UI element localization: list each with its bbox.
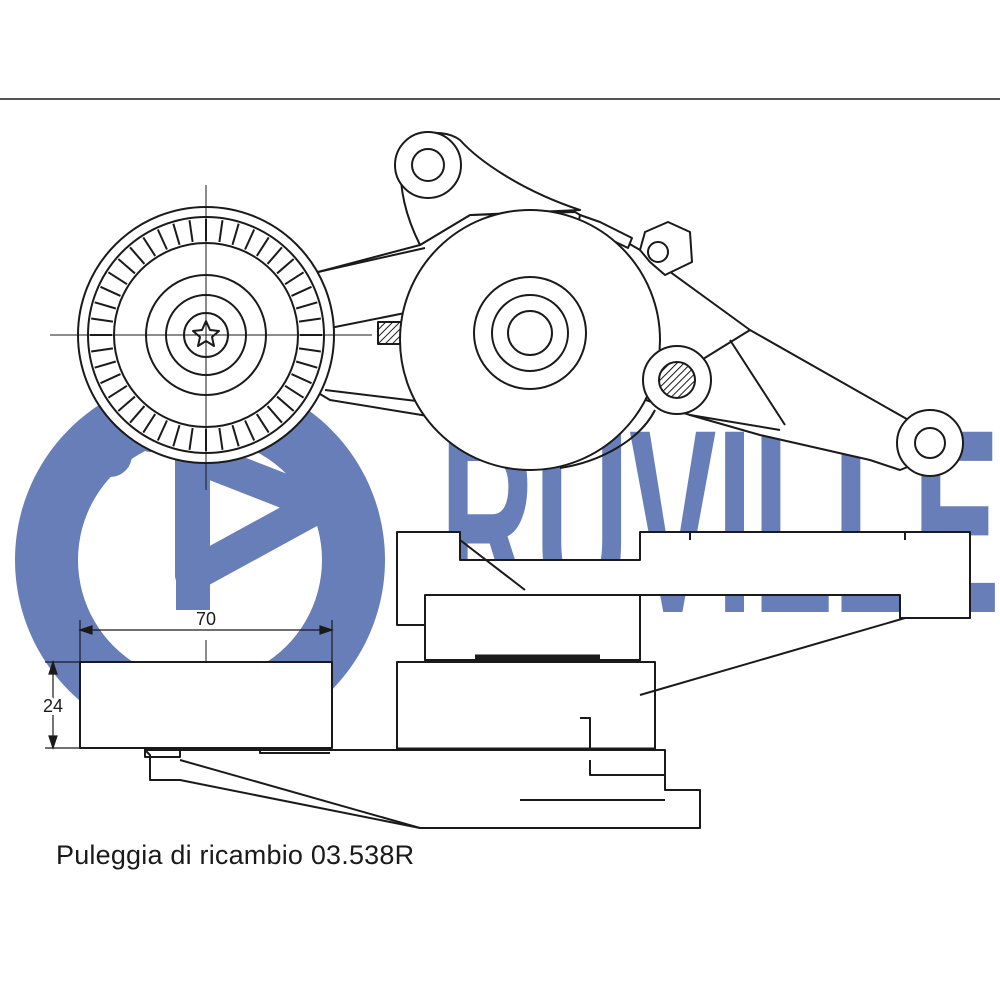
- pulley-rib: [172, 424, 181, 447]
- pulley-rib: [142, 236, 157, 257]
- pulley-rib: [156, 420, 168, 441]
- width-dimension-label: 70: [196, 609, 216, 629]
- pulley-rib: [266, 405, 283, 424]
- pulley-rib: [188, 427, 194, 450]
- pulley-rib: [156, 229, 168, 250]
- pulley-rib: [100, 285, 121, 297]
- height-dimension-label: 24: [43, 696, 63, 716]
- pulley-rib: [142, 413, 157, 434]
- pulley-rib: [94, 360, 117, 369]
- tensioner-top-view: [77, 131, 964, 477]
- pulley-rib: [188, 220, 194, 243]
- pulley-rib: [295, 360, 318, 369]
- pulley-rib: [291, 373, 312, 385]
- pulley-side-profile: [79, 661, 333, 749]
- pulley-rib: [117, 395, 136, 412]
- pulley-rib: [107, 384, 128, 399]
- pulley-rib: [276, 258, 295, 275]
- pulley-rib: [284, 384, 305, 399]
- pulley-rib: [129, 246, 146, 265]
- pulley-rib: [244, 229, 256, 250]
- pulley-rib: [91, 317, 114, 323]
- pulley-rib: [284, 271, 305, 286]
- pulley-rib: [172, 223, 181, 246]
- pulley-rib: [244, 420, 256, 441]
- tensioner-side-view: [79, 531, 971, 829]
- pulley-rib: [117, 258, 136, 275]
- dimension-width: [78, 620, 334, 662]
- pulley-rib: [231, 424, 240, 447]
- pulley-rib: [255, 413, 270, 434]
- pulley-rib: [218, 220, 224, 243]
- dimension-height: [45, 660, 80, 750]
- pulley-rib: [94, 301, 117, 310]
- pulley-rib: [276, 395, 295, 412]
- pulley-rib: [291, 285, 312, 297]
- pulley-rib: [231, 223, 240, 246]
- pulley-rib: [298, 347, 321, 353]
- pulley-rib: [129, 405, 146, 424]
- part-caption: Puleggia di ricambio 03.538R: [56, 840, 415, 870]
- pulley-rib: [107, 271, 128, 286]
- pulley-rib: [218, 427, 224, 450]
- pulley-rib: [100, 373, 121, 385]
- pulley-rib: [255, 236, 270, 257]
- pulley-rib: [91, 347, 114, 353]
- pulley-rib: [298, 317, 321, 323]
- pulley-rib: [266, 246, 283, 265]
- pulley-rib: [295, 301, 318, 310]
